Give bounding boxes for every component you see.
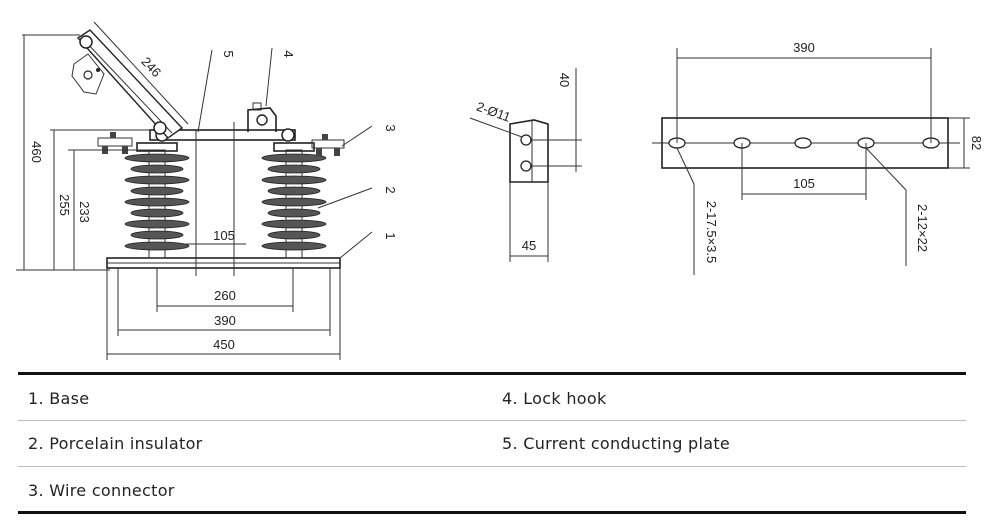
dim-2-12x22: 2-12×22 [915,204,930,252]
legend-item-3: 3. Wire connector [28,481,175,500]
legend-row-divider-1 [18,420,966,421]
conducting-plate [149,129,296,141]
left-insulator [124,142,190,259]
dim-105-right: 105 [793,176,815,191]
legend-row-divider-2 [18,466,966,467]
legend-item-1: 1. Base [28,389,90,408]
dim-2-phi11: 2-Ø11 [474,99,512,125]
legend-item-2: 2. Porcelain insulator [28,434,203,453]
callout-2: 2 [383,186,398,193]
callout-5: 5 [221,50,236,57]
top-view-base-plate: 390 82 105 2-17.5×3.5 2-12×22 [652,40,984,275]
dim-233: 233 [77,201,92,223]
dim-105-left: 105 [213,228,235,243]
dim-255: 255 [57,194,72,216]
side-view-bracket: 40 2-Ø11 45 [469,68,582,262]
dim-82: 82 [969,136,984,150]
legend-top-rule [18,372,966,375]
dim-2-17-5x3-5: 2-17.5×3.5 [704,201,719,264]
right-insulator [261,142,327,259]
legend-bottom-rule [18,511,966,514]
dim-460: 460 [29,141,44,163]
dim-260: 260 [214,288,236,303]
front-view: 460 255 233 246 105 260 390 450 [16,21,398,360]
dim-390-left: 390 [214,313,236,328]
callout-3: 3 [383,124,398,131]
dim-246: 246 [138,54,164,80]
dim-40: 40 [557,73,572,87]
dim-45: 45 [522,238,536,253]
callout-1: 1 [383,232,398,239]
dim-450: 450 [213,337,235,352]
legend-item-4: 4. Lock hook [502,389,607,408]
wire-connector-left [97,132,133,154]
legend-item-5: 5. Current conducting plate [502,434,731,453]
technical-drawing: 460 255 233 246 105 260 390 450 [16,21,984,360]
wire-connector-right [311,134,345,156]
blade-arm [71,29,184,139]
callout-4: 4 [281,50,296,57]
dim-390-right: 390 [793,40,815,55]
lock-hook [247,102,277,132]
